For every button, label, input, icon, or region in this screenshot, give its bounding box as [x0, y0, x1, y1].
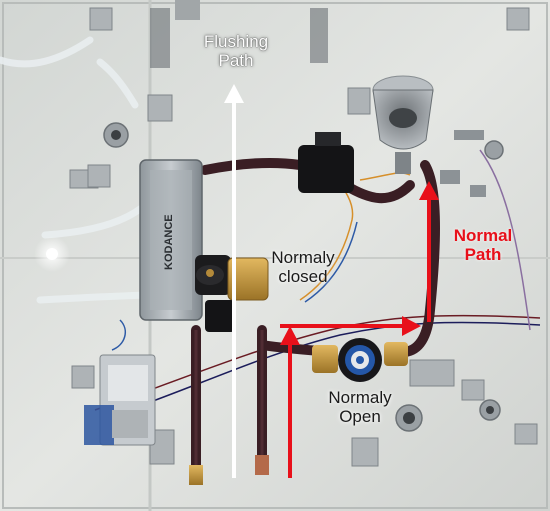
- wire: [99, 321, 541, 421]
- flushing-path-label-line2: Path: [218, 51, 254, 70]
- normaly-open-label: Normaly Open: [316, 388, 404, 426]
- valve-brand: KODANCE: [163, 214, 175, 270]
- normaly-closed-label-line2: closed: [278, 267, 328, 286]
- tube-end-fitting: [255, 455, 269, 475]
- flushing-path-arrow: [224, 84, 244, 478]
- flushing-path-label: Flushing Path: [193, 32, 279, 70]
- mount-bracket: [147, 94, 173, 122]
- bg-standoff: [310, 8, 328, 63]
- bg-standoff: [175, 0, 200, 20]
- connector: [454, 130, 484, 140]
- round-fitting: [484, 140, 504, 160]
- wire: [111, 319, 127, 351]
- mount-bracket: [71, 365, 95, 389]
- connector: [440, 170, 460, 184]
- flushing-path-label-line1: Flushing: [203, 32, 269, 51]
- mount-bracket: [347, 87, 371, 115]
- mount-bracket: [506, 7, 530, 31]
- normal-path-label: Normal Path: [440, 226, 526, 264]
- mount-bracket: [89, 7, 113, 31]
- mount-bracket: [87, 164, 111, 188]
- normally-closed-valve: [195, 255, 269, 332]
- normaly-closed-label-line1: Normaly: [271, 248, 335, 267]
- normal-path-label-line2: Path: [464, 245, 502, 264]
- clear-tube: [0, 36, 94, 68]
- normal-path-label-line1: Normal: [453, 226, 513, 245]
- power-supply: [84, 354, 156, 446]
- wire: [304, 221, 358, 303]
- bg-standoff: [150, 8, 170, 68]
- wire: [479, 149, 531, 331]
- mount-bracket: [409, 359, 455, 387]
- black-solenoid-coil: [298, 132, 354, 193]
- solenoid-valve-body: KODANCE: [139, 159, 203, 321]
- mount-bracket: [514, 423, 538, 445]
- normally-open-valve: [312, 338, 408, 382]
- mount-bracket: [461, 379, 485, 401]
- dark-tube: [200, 157, 305, 175]
- reservoir-cup: [372, 75, 434, 174]
- tube-end-fitting: [189, 465, 203, 485]
- mount-bracket: [351, 437, 379, 467]
- normaly-open-label-line2: Open: [339, 407, 381, 426]
- wire: [359, 172, 411, 181]
- normaly-open-label-line1: Normaly: [328, 388, 392, 407]
- wire: [94, 314, 541, 411]
- connector: [470, 185, 486, 197]
- normaly-closed-label: Normaly closed: [262, 248, 344, 286]
- clear-tube: [96, 58, 139, 109]
- normal-path-arrow: [280, 181, 439, 478]
